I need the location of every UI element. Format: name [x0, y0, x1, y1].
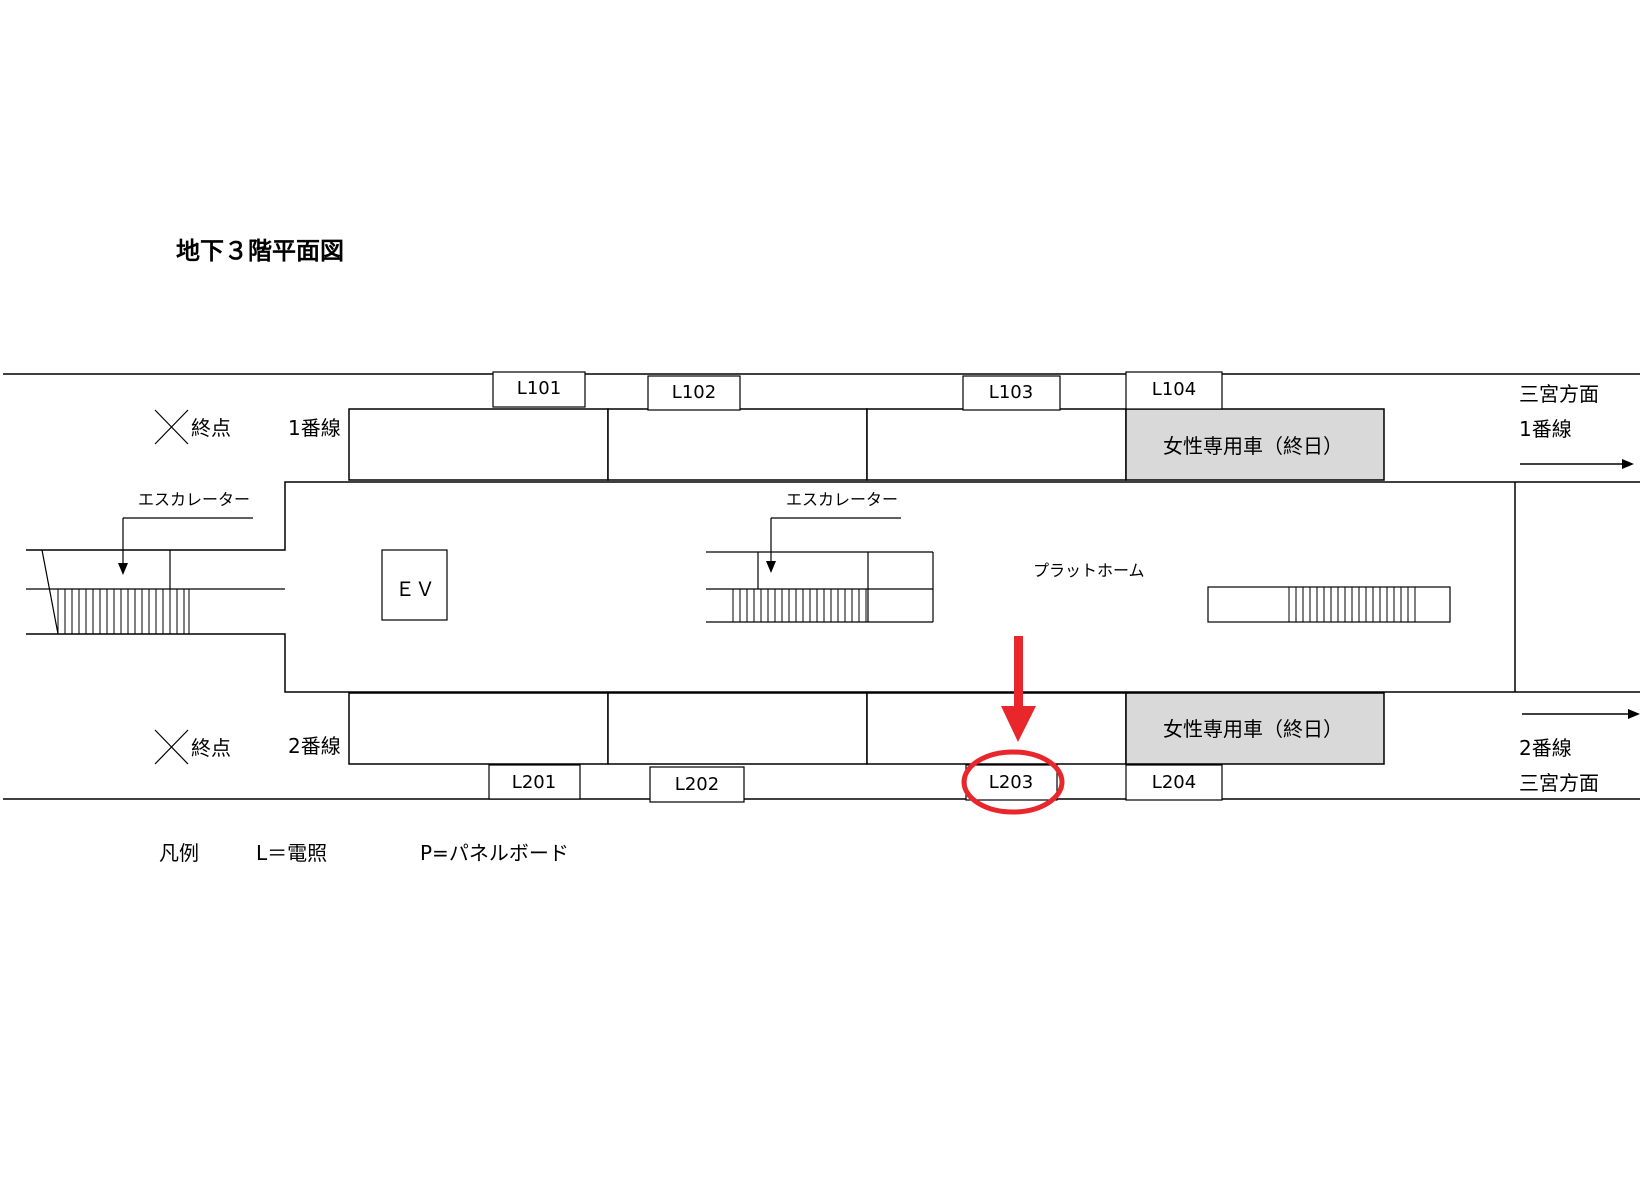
light-box-L104: L104	[1125, 371, 1223, 410]
women-car-box-1	[1125, 408, 1385, 481]
terminus-label-2: 終点	[191, 736, 231, 760]
highlight-circle	[961, 749, 1065, 815]
terminus-x-icon-1	[154, 409, 189, 445]
legend-light: L＝電照	[256, 841, 327, 865]
direction-top-line2: 1番線	[1519, 417, 1572, 441]
women-car-label-1: 女性専用車（終日）	[1163, 434, 1343, 458]
women-car-box-2	[1125, 692, 1385, 765]
svg-text:L201: L201	[512, 772, 556, 793]
direction-top-line1: 三宮方面	[1519, 382, 1599, 406]
arrow-right-icon-top	[1520, 459, 1634, 469]
escalator-label-middle: エスカレーター	[786, 490, 898, 509]
escalator-left-steps	[57, 589, 190, 634]
svg-text:L203: L203	[989, 772, 1033, 793]
terminus-label-1: 終点	[191, 416, 231, 440]
elevator-label: ＥＶ	[395, 577, 435, 601]
direction-bottom-line1: 2番線	[1519, 736, 1572, 760]
light-box-L203: L203	[965, 764, 1058, 801]
svg-text:L102: L102	[672, 382, 716, 403]
track1-cars	[348, 408, 1385, 481]
women-car-label-2: 女性専用車（終日）	[1163, 717, 1343, 741]
svg-text:L101: L101	[517, 378, 561, 399]
track2-cars	[348, 692, 1385, 765]
svg-text:L103: L103	[989, 382, 1033, 403]
page-title: 地下３階平面図	[176, 237, 344, 265]
escalator-right-steps	[1288, 587, 1416, 622]
escalator-label-left: エスカレーター	[138, 490, 250, 509]
arrow-right-icon-bottom	[1522, 709, 1640, 719]
terminus-x-icon-2	[154, 729, 189, 765]
light-box-L201: L201	[488, 764, 581, 800]
light-box-L103: L103	[962, 375, 1061, 411]
highlight-arrow-down-icon	[1001, 636, 1036, 742]
escalator-middle-steps	[732, 589, 867, 622]
escalator-middle	[706, 517, 934, 623]
outer-walls	[3, 373, 1640, 800]
light-box-L101: L101	[492, 371, 586, 408]
legend-title: 凡例	[159, 841, 199, 865]
svg-text:L204: L204	[1152, 772, 1196, 793]
platform-label: プラットホーム	[1033, 561, 1145, 580]
elevator-box: ＥＶ	[381, 549, 448, 621]
light-box-L102: L102	[647, 375, 741, 411]
light-box-L202: L202	[649, 766, 745, 803]
escalator-right	[1207, 586, 1451, 623]
light-box-L204: L204	[1125, 764, 1223, 801]
legend-panel: P=パネルボード	[420, 841, 569, 865]
svg-text:L202: L202	[675, 774, 719, 795]
track2-label: 2番線	[288, 734, 341, 758]
track1-label: 1番線	[288, 416, 341, 440]
svg-text:L104: L104	[1152, 379, 1196, 400]
direction-bottom-line2: 三宮方面	[1519, 771, 1599, 795]
